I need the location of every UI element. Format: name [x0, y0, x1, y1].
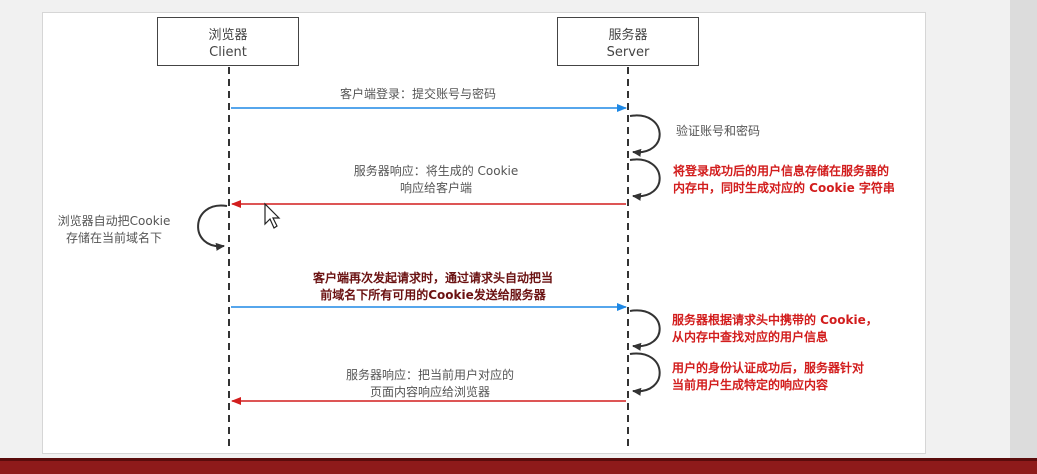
client-box: 浏览器 Client	[157, 17, 299, 66]
verify-label: 验证账号和密码	[676, 124, 761, 138]
response2-label: 服务器响应：把当前用户对应的 页面内容响应给浏览器	[345, 368, 514, 399]
bottom-bar	[0, 461, 1037, 474]
bottom-bar-border	[0, 458, 1037, 461]
auth-label: 用户的身份认证成功后，服务器针对 当前用户生成特定的响应内容	[672, 361, 865, 392]
mouse-cursor-icon	[264, 202, 281, 229]
store-client-loop	[197, 204, 228, 251]
client-title: 浏览器	[208, 28, 248, 43]
client-subtitle: Client	[209, 45, 247, 60]
auth-loop	[629, 352, 661, 396]
request2-label: 客户端再次发起请求时，通过请求头自动把当 前域名下所有可用的Cookie发送给服…	[312, 271, 553, 302]
store-server-loop	[629, 158, 661, 201]
lookup-label: 服务器根据请求头中携带的 Cookie， 从内存中查找对应的用户信息	[672, 313, 878, 344]
server-title: 服务器	[608, 28, 648, 43]
slide-canvas	[42, 12, 926, 454]
verify-loop	[629, 114, 661, 157]
login-label: 客户端登录：提交账号与密码	[340, 87, 497, 101]
response1-label: 服务器响应：将生成的 Cookie 响应给客户端	[353, 164, 519, 195]
window-edge	[1010, 0, 1037, 474]
server-subtitle: Server	[606, 45, 650, 60]
store-server-label: 将登录成功后的用户信息存储在服务器的 内存中，同时生成对应的 Cookie 字符…	[673, 164, 895, 195]
store-client-label: 浏览器自动把Cookie 存储在当前域名下	[57, 214, 171, 245]
server-box: 服务器 Server	[557, 17, 699, 66]
lookup-loop	[629, 309, 661, 351]
